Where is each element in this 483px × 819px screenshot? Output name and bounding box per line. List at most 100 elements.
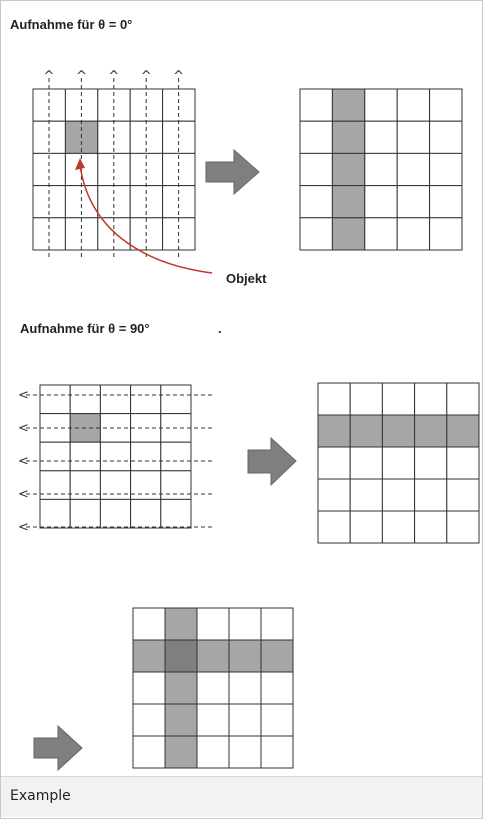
ray-arrowhead-left-5: < xyxy=(18,520,29,535)
grid-c-cell-r3-c3 xyxy=(130,470,162,500)
grid-c-cell-r3-c4 xyxy=(160,470,192,500)
grid-e-cell-r0-c2 xyxy=(196,607,230,641)
grid-e-cell-r1-c3 xyxy=(228,639,262,673)
grid-e-cell-r2-c1 xyxy=(164,671,198,705)
grid-d-cell-r3-c0 xyxy=(317,478,351,512)
grid-a-cell-r4-c4 xyxy=(162,217,196,251)
grid-d-cell-r3-c1 xyxy=(349,478,383,512)
grid-b-cell-r2-c0 xyxy=(299,152,333,187)
grid-b-cell-r4-c2 xyxy=(364,217,398,251)
grid-c-cell-r2-c4 xyxy=(160,441,192,472)
grid-e-cell-r2-c4 xyxy=(260,671,294,705)
object-pointer-curve xyxy=(79,164,213,274)
grid-d-cell-r1-c4 xyxy=(446,414,480,448)
grid-a-cell-r4-c0 xyxy=(32,217,66,251)
grid-c-cell-r0-c1 xyxy=(69,384,101,415)
grid-b-cell-r3-c2 xyxy=(364,185,398,219)
grid-e-cell-r0-c1 xyxy=(164,607,198,641)
object-pointer-arrowhead xyxy=(75,158,85,170)
grid-e-cell-r4-c0 xyxy=(132,735,166,769)
grid-c-cell-r4-c0 xyxy=(39,498,71,529)
grid-e-cell-r1-c1 xyxy=(164,639,198,673)
grid-c-cell-r2-c3 xyxy=(130,441,162,472)
grid-d-cell-r2-c4 xyxy=(446,446,480,480)
grid-d-cell-r4-c0 xyxy=(317,510,351,544)
grid-e-cell-r1-c4 xyxy=(260,639,294,673)
grid-d-cell-r0-c0 xyxy=(317,382,351,416)
ray-arrowhead-up-2: ^ xyxy=(76,69,87,84)
grid-d-cell-r4-c3 xyxy=(414,510,448,544)
grid-e-cell-r0-c0 xyxy=(132,607,166,641)
grid-e-cell-r2-c0 xyxy=(132,671,166,705)
block-arrow-1 xyxy=(205,148,260,196)
grid-c-cell-r4-c2 xyxy=(99,498,132,529)
grid-d-cell-r2-c3 xyxy=(414,446,448,480)
grid-d-cell-r4-c4 xyxy=(446,510,480,544)
vertical-rays: ^ ^ ^ ^ ^ xyxy=(44,69,184,258)
grid-e-cell-r2-c2 xyxy=(196,671,230,705)
grid-d-cell-r1-c3 xyxy=(414,414,448,448)
grid-b-cell-r0-c1 xyxy=(331,88,366,122)
grid-e-cell-r4-c2 xyxy=(196,735,230,769)
title-theta-90-suffix: . xyxy=(218,321,222,336)
grid-d-cell-r2-c0 xyxy=(317,446,351,480)
grid-b-cell-r1-c1 xyxy=(331,120,366,154)
grid-d-cell-r4-c1 xyxy=(349,510,383,544)
grid-c-cell-r0-c3 xyxy=(130,384,162,415)
grid-c-cell-r4-c3 xyxy=(130,498,162,529)
grid-e-cell-r3-c2 xyxy=(196,703,230,737)
grid-e-cell-r4-c1 xyxy=(164,735,198,769)
grid-b-cell-r2-c4 xyxy=(429,152,463,187)
grid-d-cell-r3-c2 xyxy=(381,478,416,512)
grid-b-cell-r2-c3 xyxy=(396,152,431,187)
grid-c-cell-r2-c0 xyxy=(39,441,71,472)
ray-arrowhead-up-3: ^ xyxy=(108,69,119,84)
ray-arrowhead-up-1: ^ xyxy=(44,69,55,84)
block-arrow-3 xyxy=(33,724,83,772)
caption-text: Example xyxy=(10,788,71,804)
title-theta-0: Aufnahme für θ = 0° xyxy=(10,17,132,32)
input-grid-theta-90 xyxy=(39,384,192,529)
grid-e-cell-r0-c4 xyxy=(260,607,294,641)
ray-arrowhead-up-4: ^ xyxy=(141,69,152,84)
title-theta-90: Aufnahme für θ = 90° xyxy=(20,321,150,336)
grid-e-cell-r3-c0 xyxy=(132,703,166,737)
block-arrow-2 xyxy=(247,436,297,487)
grid-b-cell-r3-c4 xyxy=(429,185,463,219)
grid-d-cell-r4-c2 xyxy=(381,510,416,544)
grid-b-cell-r0-c3 xyxy=(396,88,431,122)
grid-c-cell-r3-c1 xyxy=(69,470,101,500)
grid-d-cell-r0-c3 xyxy=(414,382,448,416)
grid-b-cell-r2-c2 xyxy=(364,152,398,187)
grid-b-cell-r1-c4 xyxy=(429,120,463,154)
grid-d-cell-r3-c4 xyxy=(446,478,480,512)
ray-arrowhead-left-4: < xyxy=(18,487,29,502)
grid-b-cell-r2-c1 xyxy=(331,152,366,187)
grid-b-cell-r4-c3 xyxy=(396,217,431,251)
grid-b-cell-r4-c1 xyxy=(331,217,366,251)
grid-c-cell-r2-c2 xyxy=(99,441,132,472)
grid-e-cell-r3-c4 xyxy=(260,703,294,737)
grid-e-cell-r0-c3 xyxy=(228,607,262,641)
grid-e-cell-r3-c1 xyxy=(164,703,198,737)
grid-c-cell-r3-c0 xyxy=(39,470,71,500)
grid-b-cell-r3-c1 xyxy=(331,185,366,219)
grid-d-cell-r1-c0 xyxy=(317,414,351,448)
grid-e-cell-r1-c2 xyxy=(196,639,230,673)
grid-b-cell-r1-c3 xyxy=(396,120,431,154)
grid-d-cell-r0-c1 xyxy=(349,382,383,416)
grid-b-cell-r1-c0 xyxy=(299,120,333,154)
grid-c-cell-r4-c4 xyxy=(160,498,192,529)
grid-e-cell-r1-c0 xyxy=(132,639,166,673)
grid-b-cell-r0-c0 xyxy=(299,88,333,122)
grid-c-cell-r0-c2 xyxy=(99,384,132,415)
ray-arrowhead-up-5: ^ xyxy=(173,69,184,84)
grid-d-cell-r0-c2 xyxy=(381,382,416,416)
grid-b-cell-r4-c4 xyxy=(429,217,463,251)
grid-d-cell-r3-c3 xyxy=(414,478,448,512)
grid-c-cell-r0-c4 xyxy=(160,384,192,415)
grid-e-cell-r2-c3 xyxy=(228,671,262,705)
grid-e-cell-r4-c3 xyxy=(228,735,262,769)
object-label: Objekt xyxy=(226,271,267,286)
grid-e-cell-r3-c3 xyxy=(228,703,262,737)
